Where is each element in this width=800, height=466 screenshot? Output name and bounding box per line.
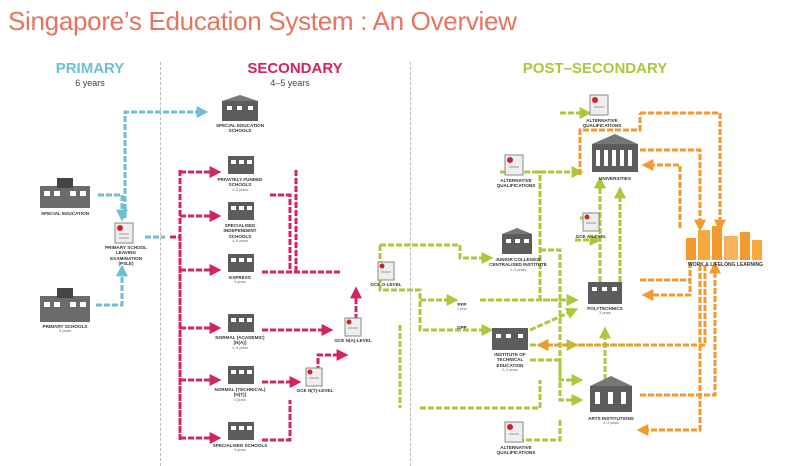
special-ed-schools-building-icon <box>222 95 258 121</box>
primary-flows <box>96 106 209 307</box>
secondary-flows <box>170 166 362 444</box>
primary-schools-building-icon <box>40 288 90 322</box>
express-building-icon <box>228 254 254 272</box>
stage-heading-secondary: SECONDARY <box>247 60 343 77</box>
normal-technical-building-icon <box>228 366 254 384</box>
psle-certificate-icon <box>114 222 134 244</box>
label-alt-qual-mid: ALTERNATIVE QUALIFICATIONS <box>496 178 536 189</box>
work-city-icon <box>686 226 762 260</box>
label-dpp: DPP <box>457 325 467 330</box>
label-gce-a-level: GCE A-LEVEL <box>575 234 607 239</box>
divider-secondary-post <box>410 62 411 466</box>
alt-qual-mid-certificate-icon <box>504 154 524 176</box>
work-flows <box>536 111 726 436</box>
privately-funded-building-icon <box>228 156 254 174</box>
label-universities: UNIVERSITIES <box>599 176 631 181</box>
special-education-building-icon <box>40 178 90 208</box>
label-gce-o-level: GCE O-LEVEL <box>370 282 402 287</box>
stage-duration-primary: 6 years <box>75 78 105 88</box>
polytechnics-building-icon <box>588 282 622 304</box>
specialised-schools-building-icon <box>228 422 254 440</box>
label-alt-qual-bottom: ALTERNATIVE QUALIFICATIONS <box>496 445 536 456</box>
alt-qual-bottom-certificate-icon <box>504 421 524 443</box>
ite-building-icon <box>492 328 528 350</box>
certificate-icons <box>114 94 609 443</box>
label-special-education-schools: SPECIAL EDUCATION SCHOOLS <box>215 123 265 134</box>
universities-building-icon <box>592 134 638 172</box>
a-level-certificate-icon <box>582 212 600 232</box>
page-title: Singapore’s Education System : An Overvi… <box>8 6 517 36</box>
label-normal-academic: NORMAL (ACADEMIC) [N(A)]4–5 years <box>215 335 265 350</box>
building-icons <box>40 95 762 440</box>
label-alt-qual-top: ALTERNATIVE QUALIFICATIONS <box>582 118 622 129</box>
post-secondary-flows <box>378 107 640 442</box>
stage-duration-secondary: 4–5 years <box>270 78 310 88</box>
stage-heading-primary: PRIMARY <box>55 60 125 77</box>
o-level-certificate-icon <box>377 261 395 281</box>
divider-primary-secondary <box>160 62 161 466</box>
alt-qual-top-certificate-icon <box>589 94 609 116</box>
label-special-education: SPECIAL EDUCATION <box>40 211 90 216</box>
label-gce-nt-level: GCE N(T)-LEVEL <box>296 388 334 393</box>
na-level-certificate-icon <box>344 317 362 337</box>
label-work-lifelong-learning: WORK & LIFELONG LEARNING <box>688 262 763 268</box>
label-normal-technical: NORMAL (TECHNICAL) [N(T)]4 years <box>214 387 266 402</box>
nt-level-certificate-icon <box>305 367 323 387</box>
stage-heading-post-secondary: POST–SECONDARY <box>522 60 668 77</box>
arts-institutions-building-icon <box>590 376 632 412</box>
junior-colleges-building-icon <box>502 228 532 254</box>
label-gce-na-level: GCE N(A)-LEVEL <box>334 338 372 343</box>
normal-academic-building-icon <box>228 314 254 332</box>
specialised-independent-building-icon <box>228 202 254 220</box>
label-psle: PRIMARY SCHOOL LEAVING EXAMINATION (PSLE… <box>105 245 147 267</box>
